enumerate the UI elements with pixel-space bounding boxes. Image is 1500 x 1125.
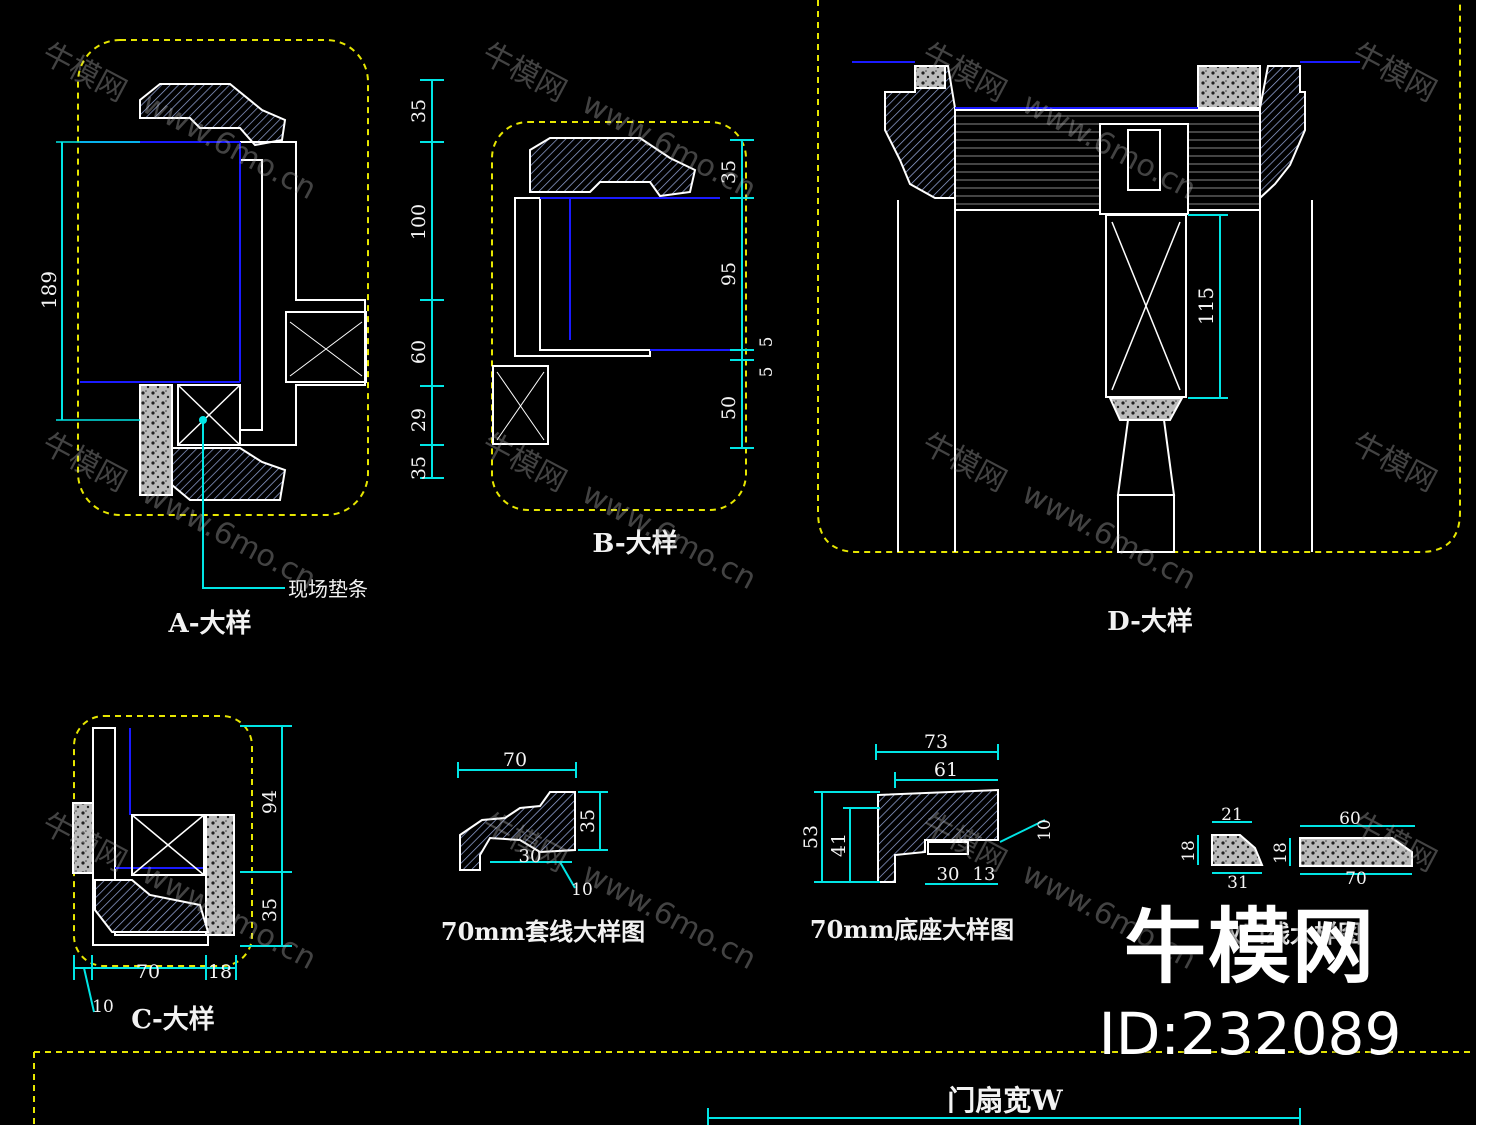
svg-text:牛模网: 牛模网 (1346, 36, 1442, 109)
svg-text:53: 53 (800, 825, 822, 849)
detail-casing: 70 35 30 10 70mm套线大样图 (441, 749, 645, 946)
svg-text:70: 70 (1345, 869, 1367, 889)
svg-text:61: 61 (934, 759, 958, 781)
svg-text:18: 18 (1179, 840, 1199, 862)
svg-text:100: 100 (408, 204, 430, 240)
svg-text:30: 30 (937, 864, 960, 885)
detail-a-border (77, 39, 369, 516)
right-edge-bar (1476, 0, 1500, 1125)
svg-text:29: 29 (408, 408, 430, 432)
svg-text:35: 35 (718, 160, 740, 184)
svg-text:35: 35 (408, 456, 430, 480)
detail-a-speck-block (139, 384, 173, 496)
label-detail-d: D-大样 (1107, 606, 1193, 637)
svg-text:18: 18 (208, 961, 232, 983)
detail-b: B-大样 (491, 121, 747, 559)
svg-text:94: 94 (259, 790, 281, 814)
dim-a-189: 189 (37, 141, 140, 421)
svg-text:50: 50 (718, 396, 740, 420)
svg-text:35: 35 (408, 99, 430, 123)
svg-text:牛模网: 牛模网 (916, 426, 1012, 499)
detail-d: 115 D-大样 (817, 0, 1461, 637)
svg-text:5: 5 (757, 337, 777, 348)
detail-b-top-moulding (529, 137, 697, 198)
svg-text:牛模网: 牛模网 (476, 36, 572, 109)
door-width-section: 门扇宽W (33, 1051, 1475, 1125)
base-profile (877, 788, 999, 883)
detail-d-cross-panel (1105, 214, 1187, 398)
detail-c-cross-box (131, 814, 205, 876)
detail-trim: 21 18 31 60 18 70 收口线大样图 (1179, 805, 1415, 948)
detail-a-bottom-moulding (171, 447, 287, 501)
svg-text:10: 10 (1035, 819, 1055, 841)
svg-text:73: 73 (924, 731, 948, 753)
detail-a-cross-box (177, 384, 241, 446)
svg-text:189: 189 (37, 271, 61, 309)
detail-d-border (817, 0, 1461, 553)
svg-text:115: 115 (1194, 287, 1218, 325)
svg-text:70: 70 (136, 961, 160, 983)
detail-d-right-moulding (1259, 65, 1306, 201)
svg-text:60: 60 (408, 340, 430, 364)
svg-text:18: 18 (1271, 842, 1291, 864)
svg-text:5: 5 (757, 367, 777, 378)
svg-text:牛模网: 牛模网 (1346, 426, 1442, 499)
dim-chain-b: 35 95 5 5 50 (718, 139, 777, 449)
svg-text:牛模网: 牛模网 (36, 426, 132, 499)
svg-text:35: 35 (259, 898, 281, 922)
svg-text:41: 41 (828, 833, 850, 857)
detail-a-frame (239, 141, 366, 446)
detail-base: 73 61 53 41 10 30 13 70mm底座大样图 (800, 731, 1055, 944)
svg-text:31: 31 (1227, 873, 1249, 893)
svg-text:21: 21 (1221, 805, 1243, 825)
svg-text:10: 10 (571, 880, 593, 900)
label-casing: 70mm套线大样图 (441, 917, 645, 946)
svg-text:13: 13 (973, 864, 996, 885)
label-base: 70mm底座大样图 (810, 915, 1014, 944)
label-detail-b: B-大样 (592, 528, 677, 559)
dim-chain-a: 35 100 60 29 35 (408, 79, 444, 480)
svg-text:10: 10 (92, 997, 114, 1017)
svg-text:35: 35 (577, 809, 599, 833)
detail-c: 94 35 70 18 10 C-大样 (72, 715, 292, 1035)
detail-a: 189 现场垫条 A-大样 (37, 39, 369, 639)
svg-text:www.6mo.cn: www.6mo.cn (1016, 856, 1202, 977)
detail-b-border (491, 121, 747, 511)
label-door-width: 门扇宽W (947, 1084, 1063, 1117)
svg-text:牛模网: 牛模网 (36, 36, 132, 109)
svg-text:70: 70 (503, 749, 527, 771)
svg-text:95: 95 (718, 262, 740, 286)
label-detail-c: C-大样 (131, 1004, 215, 1035)
svg-text:牛模网: 牛模网 (476, 426, 572, 499)
svg-text:30: 30 (519, 846, 542, 867)
label-detail-a: A-大样 (168, 608, 252, 639)
label-field-strip: 现场垫条 (288, 577, 368, 601)
label-trim: 收口线大样图 (1218, 919, 1362, 948)
svg-text:60: 60 (1339, 809, 1361, 829)
casing-profile (459, 791, 576, 871)
